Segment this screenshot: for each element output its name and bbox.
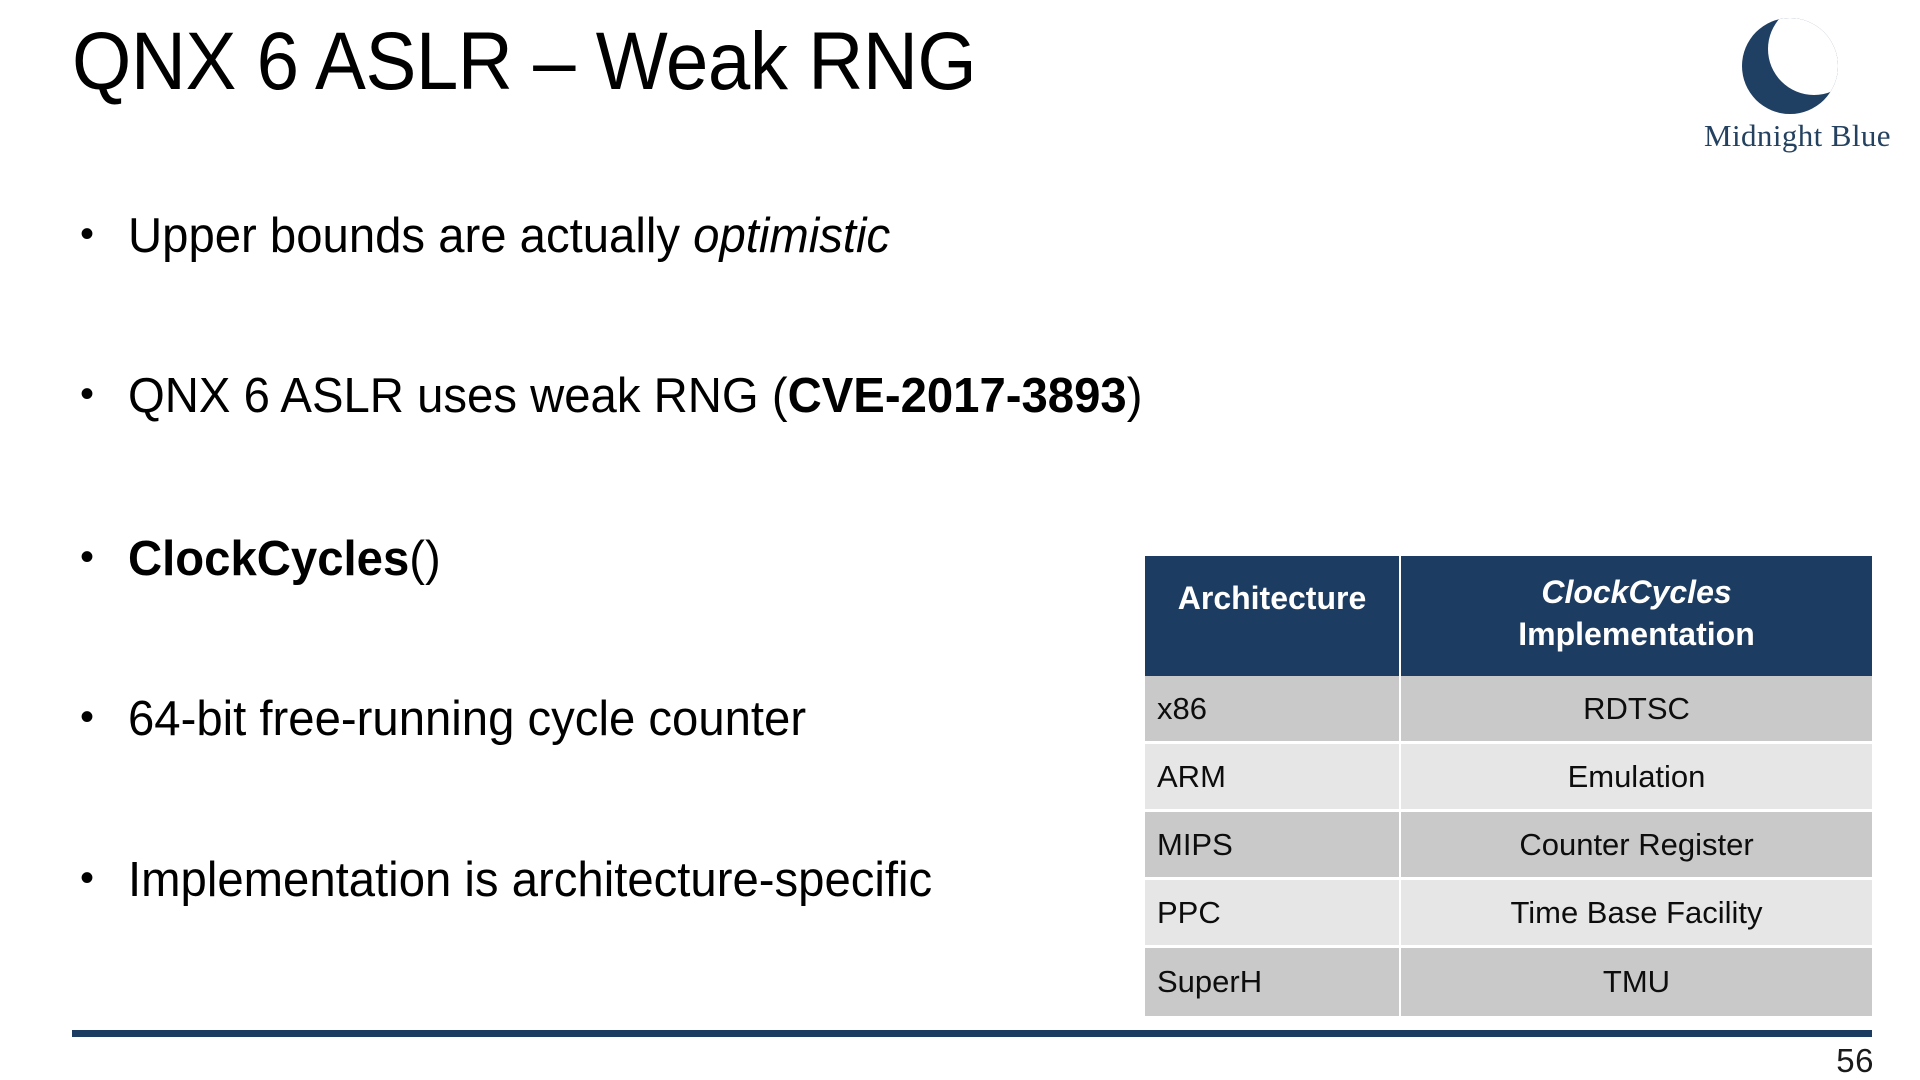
bullet-segment: Upper bounds are actually bbox=[128, 209, 694, 263]
cell-implementation: Emulation bbox=[1401, 744, 1872, 812]
page-number: 56 bbox=[1836, 1042, 1874, 1079]
bullet-item-2: • QNX 6 ASLR uses weak RNG (CVE-2017-389… bbox=[80, 372, 1680, 421]
table-row: ARM Emulation bbox=[1145, 744, 1872, 812]
cell-architecture: MIPS bbox=[1145, 812, 1401, 880]
column-header-implementation-api: ClockCycles bbox=[1541, 574, 1732, 611]
api-name: ClockCycles bbox=[128, 532, 410, 586]
table-row: SuperH TMU bbox=[1145, 948, 1872, 1016]
table-row: x86 RDTSC bbox=[1145, 676, 1872, 744]
bullet-item-4: • 64-bit free-running cycle counter bbox=[80, 695, 1680, 744]
column-header-architecture: Architecture bbox=[1145, 556, 1401, 676]
footer-divider bbox=[72, 1030, 1872, 1037]
column-header-implementation: ClockCycles Implementation bbox=[1401, 556, 1872, 676]
cve-identifier: CVE-2017-3893 bbox=[787, 369, 1127, 423]
bullet-text-5: Implementation is architecture-specific bbox=[128, 853, 933, 907]
brand-logo-label: Midnight Blue bbox=[1704, 118, 1891, 153]
brand-logo: Midnight Blue bbox=[1690, 14, 1905, 174]
bullet-marker: • bbox=[80, 856, 95, 900]
bullet-item-3: • ClockCycles() bbox=[80, 535, 1680, 584]
bullet-text-1: Upper bounds are actually optimistic bbox=[128, 212, 890, 261]
bullet-marker: • bbox=[80, 212, 95, 256]
crescent-moon-icon bbox=[1742, 18, 1838, 114]
cell-architecture: SuperH bbox=[1145, 948, 1401, 1016]
bullet-segment-emphasis: optimistic bbox=[693, 209, 891, 263]
bullet-marker: • bbox=[80, 372, 95, 416]
cell-implementation: Time Base Facility bbox=[1401, 880, 1872, 948]
cell-implementation: RDTSC bbox=[1401, 676, 1872, 744]
bullet-segment: ) bbox=[1126, 369, 1143, 423]
bullet-segment: () bbox=[409, 532, 441, 586]
column-header-implementation-word: Implementation bbox=[1518, 616, 1755, 652]
bullet-item-1: • Upper bounds are actually optimistic bbox=[80, 212, 1680, 261]
bullet-text-2: QNX 6 ASLR uses weak RNG (CVE-2017-3893) bbox=[128, 372, 1142, 421]
table-row: MIPS Counter Register bbox=[1145, 812, 1872, 880]
cell-implementation: Counter Register bbox=[1401, 812, 1872, 880]
cell-architecture: ARM bbox=[1145, 744, 1401, 812]
table-row: PPC Time Base Facility bbox=[1145, 880, 1872, 948]
bullet-marker: • bbox=[80, 535, 95, 579]
cell-architecture: PPC bbox=[1145, 880, 1401, 948]
bullet-text-3: ClockCycles() bbox=[128, 535, 441, 584]
bullet-segment: QNX 6 ASLR uses weak RNG ( bbox=[128, 369, 788, 423]
cell-architecture: x86 bbox=[1145, 676, 1401, 744]
page-title: QNX 6 ASLR – Weak RNG bbox=[72, 16, 977, 107]
table-header-row: Architecture ClockCycles Implementation bbox=[1145, 556, 1872, 676]
bullet-item-5: • Implementation is architecture-specifi… bbox=[80, 856, 1680, 905]
cell-implementation: TMU bbox=[1401, 948, 1872, 1016]
bullet-text-4: 64-bit free-running cycle counter bbox=[128, 692, 807, 746]
bullet-marker: • bbox=[80, 695, 95, 739]
architecture-table: Architecture ClockCycles Implementation … bbox=[1145, 556, 1872, 1016]
